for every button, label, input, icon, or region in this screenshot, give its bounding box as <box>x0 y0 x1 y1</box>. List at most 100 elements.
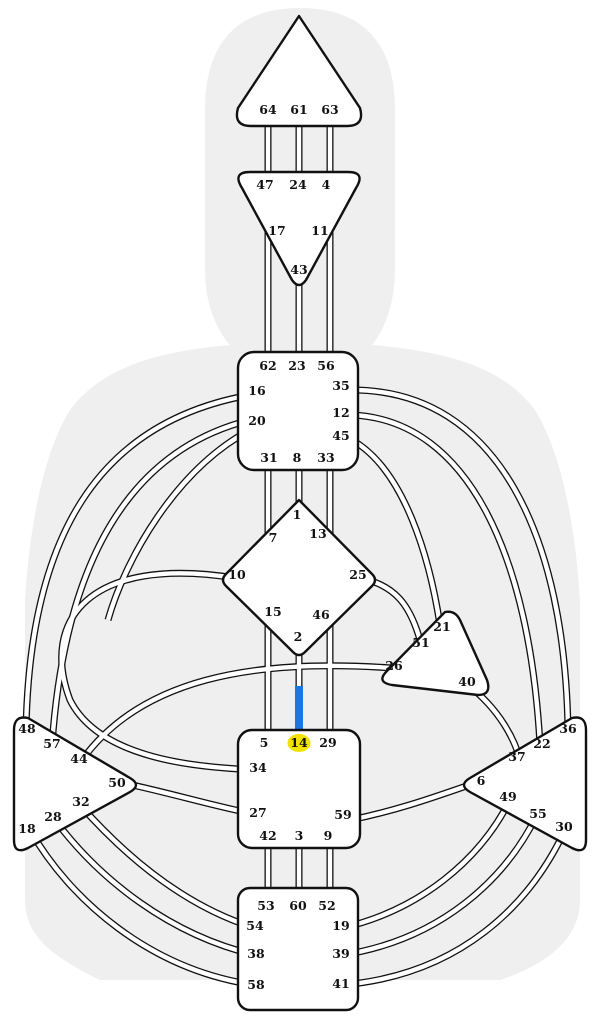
gate-28: 28 <box>44 809 62 824</box>
gate-37: 37 <box>508 749 525 764</box>
gate-61: 61 <box>290 102 307 117</box>
gate-29-badge <box>317 734 339 752</box>
gate-59-badge <box>332 806 354 824</box>
gate-15: 15 <box>264 604 281 619</box>
gate-4: 4 <box>322 177 331 192</box>
gate-38: 38 <box>247 946 265 961</box>
gate-27-badge <box>247 804 269 822</box>
gate-14-badge <box>287 734 311 752</box>
channel-35-36-fill <box>351 387 571 731</box>
gate-62: 62 <box>259 358 276 373</box>
gate-35: 35 <box>332 378 349 393</box>
channel-28-38-fill <box>53 818 256 958</box>
channel-12-22-fill <box>351 412 543 746</box>
gate-39: 39 <box>332 946 349 961</box>
gate-58: 58 <box>247 977 265 992</box>
throat-center <box>236 350 360 472</box>
gate-8: 8 <box>293 450 302 465</box>
gate-24: 24 <box>289 177 307 192</box>
gate-27: 27 <box>249 805 266 820</box>
gate-23: 23 <box>288 358 305 373</box>
gate-57: 57 <box>43 736 60 751</box>
gate-59: 59 <box>334 807 351 822</box>
channel-55-39-fill <box>341 814 539 958</box>
g-center <box>221 498 377 657</box>
gate-10: 10 <box>228 567 246 582</box>
gate-31: 31 <box>260 450 277 465</box>
gate-19: 19 <box>332 918 349 933</box>
gate-32: 32 <box>72 794 89 809</box>
gate-40: 40 <box>458 674 476 689</box>
gate-29: 29 <box>319 735 336 750</box>
gate-50: 50 <box>108 775 126 790</box>
solar-plexus-center <box>462 716 588 852</box>
gate-42-badge <box>257 827 279 845</box>
gate-2: 2 <box>294 629 303 644</box>
gate-18: 18 <box>18 821 36 836</box>
gate-34: 34 <box>249 760 267 775</box>
gate-55: 55 <box>529 806 546 821</box>
channel-2-14-active-half <box>295 686 303 730</box>
gate-9: 9 <box>324 828 333 843</box>
channel-32-54-fill <box>78 803 256 931</box>
gate-53: 53 <box>257 898 274 913</box>
channel-20-34-fill <box>105 428 252 621</box>
gate-63: 63 <box>321 102 338 117</box>
gate-46: 46 <box>312 607 330 622</box>
channel-20-57-fill <box>49 417 251 746</box>
gate-51: 51 <box>412 635 429 650</box>
gate-26: 26 <box>385 658 403 673</box>
gate-44: 44 <box>70 751 88 766</box>
centers-layer <box>12 14 588 1012</box>
ajna-center <box>237 170 361 287</box>
gate-34-badge <box>247 759 269 777</box>
gate-3: 3 <box>295 828 304 843</box>
gate-13: 13 <box>309 526 326 541</box>
gate-33: 33 <box>317 450 334 465</box>
active-channel-layer <box>295 686 303 730</box>
gate-47: 47 <box>256 177 273 192</box>
gate-16: 16 <box>248 383 266 398</box>
gate-52: 52 <box>318 898 335 913</box>
gate-17: 17 <box>268 223 285 238</box>
gate-11: 11 <box>311 223 328 238</box>
gate-36: 36 <box>559 721 577 736</box>
gate-64: 64 <box>259 102 277 117</box>
gate-48: 48 <box>18 721 36 736</box>
gate-5: 5 <box>260 735 269 750</box>
heart-center <box>381 610 490 697</box>
root-center <box>236 886 360 1012</box>
channel-16-48-fill <box>23 392 251 731</box>
gate-60: 60 <box>289 898 307 913</box>
gate-9-badge <box>317 827 339 845</box>
gate-54: 54 <box>246 918 264 933</box>
channel-26-44-fill <box>80 663 393 762</box>
channel-49-19-fill <box>341 799 512 931</box>
channel-18-58-fill <box>28 828 256 988</box>
gate-49: 49 <box>499 789 516 804</box>
gate-25: 25 <box>349 567 366 582</box>
spleen-center <box>12 716 138 852</box>
sacral-center <box>236 728 362 850</box>
gate-14: 14 <box>290 735 308 750</box>
gate-7: 7 <box>269 530 278 545</box>
gate-5-badge <box>253 734 275 752</box>
channel-30-41-fill <box>341 829 567 988</box>
gate-22: 22 <box>533 736 550 751</box>
gate-1: 1 <box>293 507 302 522</box>
gate-45: 45 <box>332 428 349 443</box>
channel-45-21-fill <box>350 438 443 626</box>
gate-20: 20 <box>248 413 266 428</box>
gate-42: 42 <box>259 828 276 843</box>
gate-6: 6 <box>477 773 486 788</box>
gate-21: 21 <box>433 619 450 634</box>
gate-43: 43 <box>290 262 307 277</box>
gate-3-badge <box>288 827 310 845</box>
gate-30: 30 <box>555 819 573 834</box>
gate-56: 56 <box>317 358 335 373</box>
channel-10-34-fill <box>59 571 261 773</box>
gate-12: 12 <box>332 405 349 420</box>
head-center <box>235 14 363 128</box>
